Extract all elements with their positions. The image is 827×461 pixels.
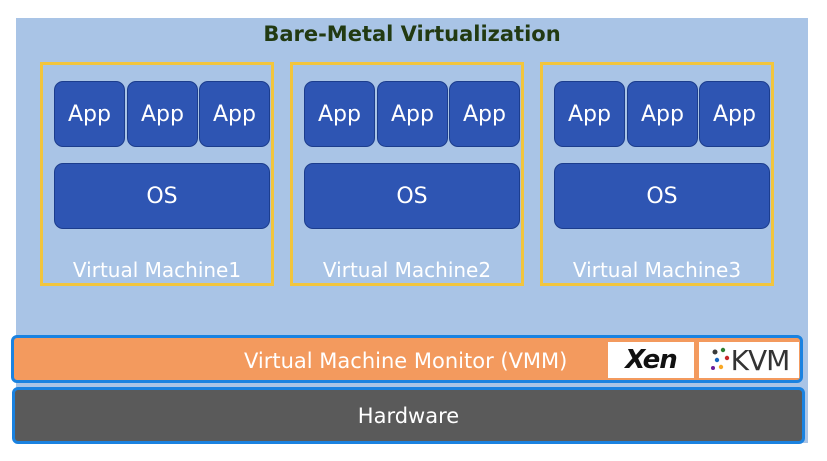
app-block: App xyxy=(304,81,375,147)
diagram-title: Bare-Metal Virtualization xyxy=(263,22,561,46)
virtual-machine-3: App App App OS Virtual Machine3 xyxy=(540,62,774,286)
kvm-logo-text: KVM xyxy=(730,343,791,377)
app-block: App xyxy=(377,81,448,147)
vm-label: Virtual Machine3 xyxy=(572,258,742,282)
os-block: OS xyxy=(554,163,770,229)
virtual-machine-1: App App App OS Virtual Machine1 xyxy=(40,62,274,286)
vm-label: Virtual Machine2 xyxy=(322,258,492,282)
app-block: App xyxy=(199,81,270,147)
xen-logo-text: Xen xyxy=(625,345,678,375)
kvm-penguin-icon xyxy=(710,347,729,370)
kvm-logo: KVM xyxy=(699,342,799,378)
vmm-layer: Virtual Machine Monitor (VMM) Xen KVM xyxy=(11,335,803,383)
app-block: App xyxy=(699,81,770,147)
vm-label: Virtual Machine1 xyxy=(72,258,242,282)
os-block: OS xyxy=(304,163,520,229)
app-block: App xyxy=(627,81,698,147)
app-block: App xyxy=(554,81,625,147)
vmm-label: Virtual Machine Monitor (VMM) xyxy=(244,349,568,373)
virtual-machine-2: App App App OS Virtual Machine2 xyxy=(290,62,524,286)
app-block: App xyxy=(127,81,198,147)
os-block: OS xyxy=(54,163,270,229)
app-block: App xyxy=(54,81,125,147)
hardware-layer: Hardware xyxy=(12,387,805,444)
xen-logo: Xen xyxy=(608,342,694,378)
app-block: App xyxy=(449,81,520,147)
